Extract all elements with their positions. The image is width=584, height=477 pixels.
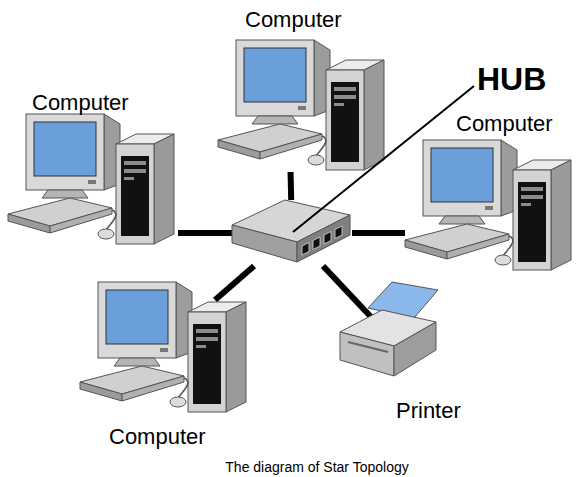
hub-top: [232, 200, 350, 242]
printer-paper: [368, 282, 438, 318]
device-label: Printer: [396, 399, 516, 423]
printer-top: [340, 310, 436, 346]
computer-node: Computer: [218, 38, 388, 172]
hub-port: [313, 237, 320, 250]
hub-side: [297, 215, 350, 262]
computer-illustration: [218, 40, 384, 170]
network-cable: [288, 172, 295, 200]
computer-illustration: [80, 282, 246, 412]
hub-port: [302, 243, 309, 256]
device-label: Computer: [109, 425, 239, 449]
network-cable: [323, 266, 372, 318]
computer-node: Computer: [80, 300, 250, 413]
hub-port: [335, 226, 342, 239]
printer-illustration: [340, 282, 438, 376]
device-label: HUB: [477, 62, 577, 96]
printer-node: Printer: [340, 318, 437, 378]
device-label: Computer: [245, 8, 375, 32]
printer-side: [394, 322, 436, 376]
printer-slot: [348, 342, 388, 352]
network-cable: [178, 230, 232, 236]
computer-node: Computer: [5, 118, 178, 243]
hub-port: [324, 232, 331, 245]
computer-node: Computer: [405, 143, 572, 272]
caption: The diagram of Star Topology: [150, 459, 484, 475]
hub-front: [232, 225, 297, 262]
leader-line: [293, 86, 474, 232]
network-cable: [215, 266, 254, 300]
computer-illustration: [405, 140, 571, 270]
network-cable: [352, 230, 405, 236]
computer-illustration: [8, 114, 174, 244]
device-label: Computer: [456, 112, 581, 136]
hub-node: HUB: [232, 200, 352, 266]
device-label: Computer: [32, 91, 162, 115]
printer-front: [340, 332, 394, 376]
hub-illustration: [232, 200, 350, 262]
